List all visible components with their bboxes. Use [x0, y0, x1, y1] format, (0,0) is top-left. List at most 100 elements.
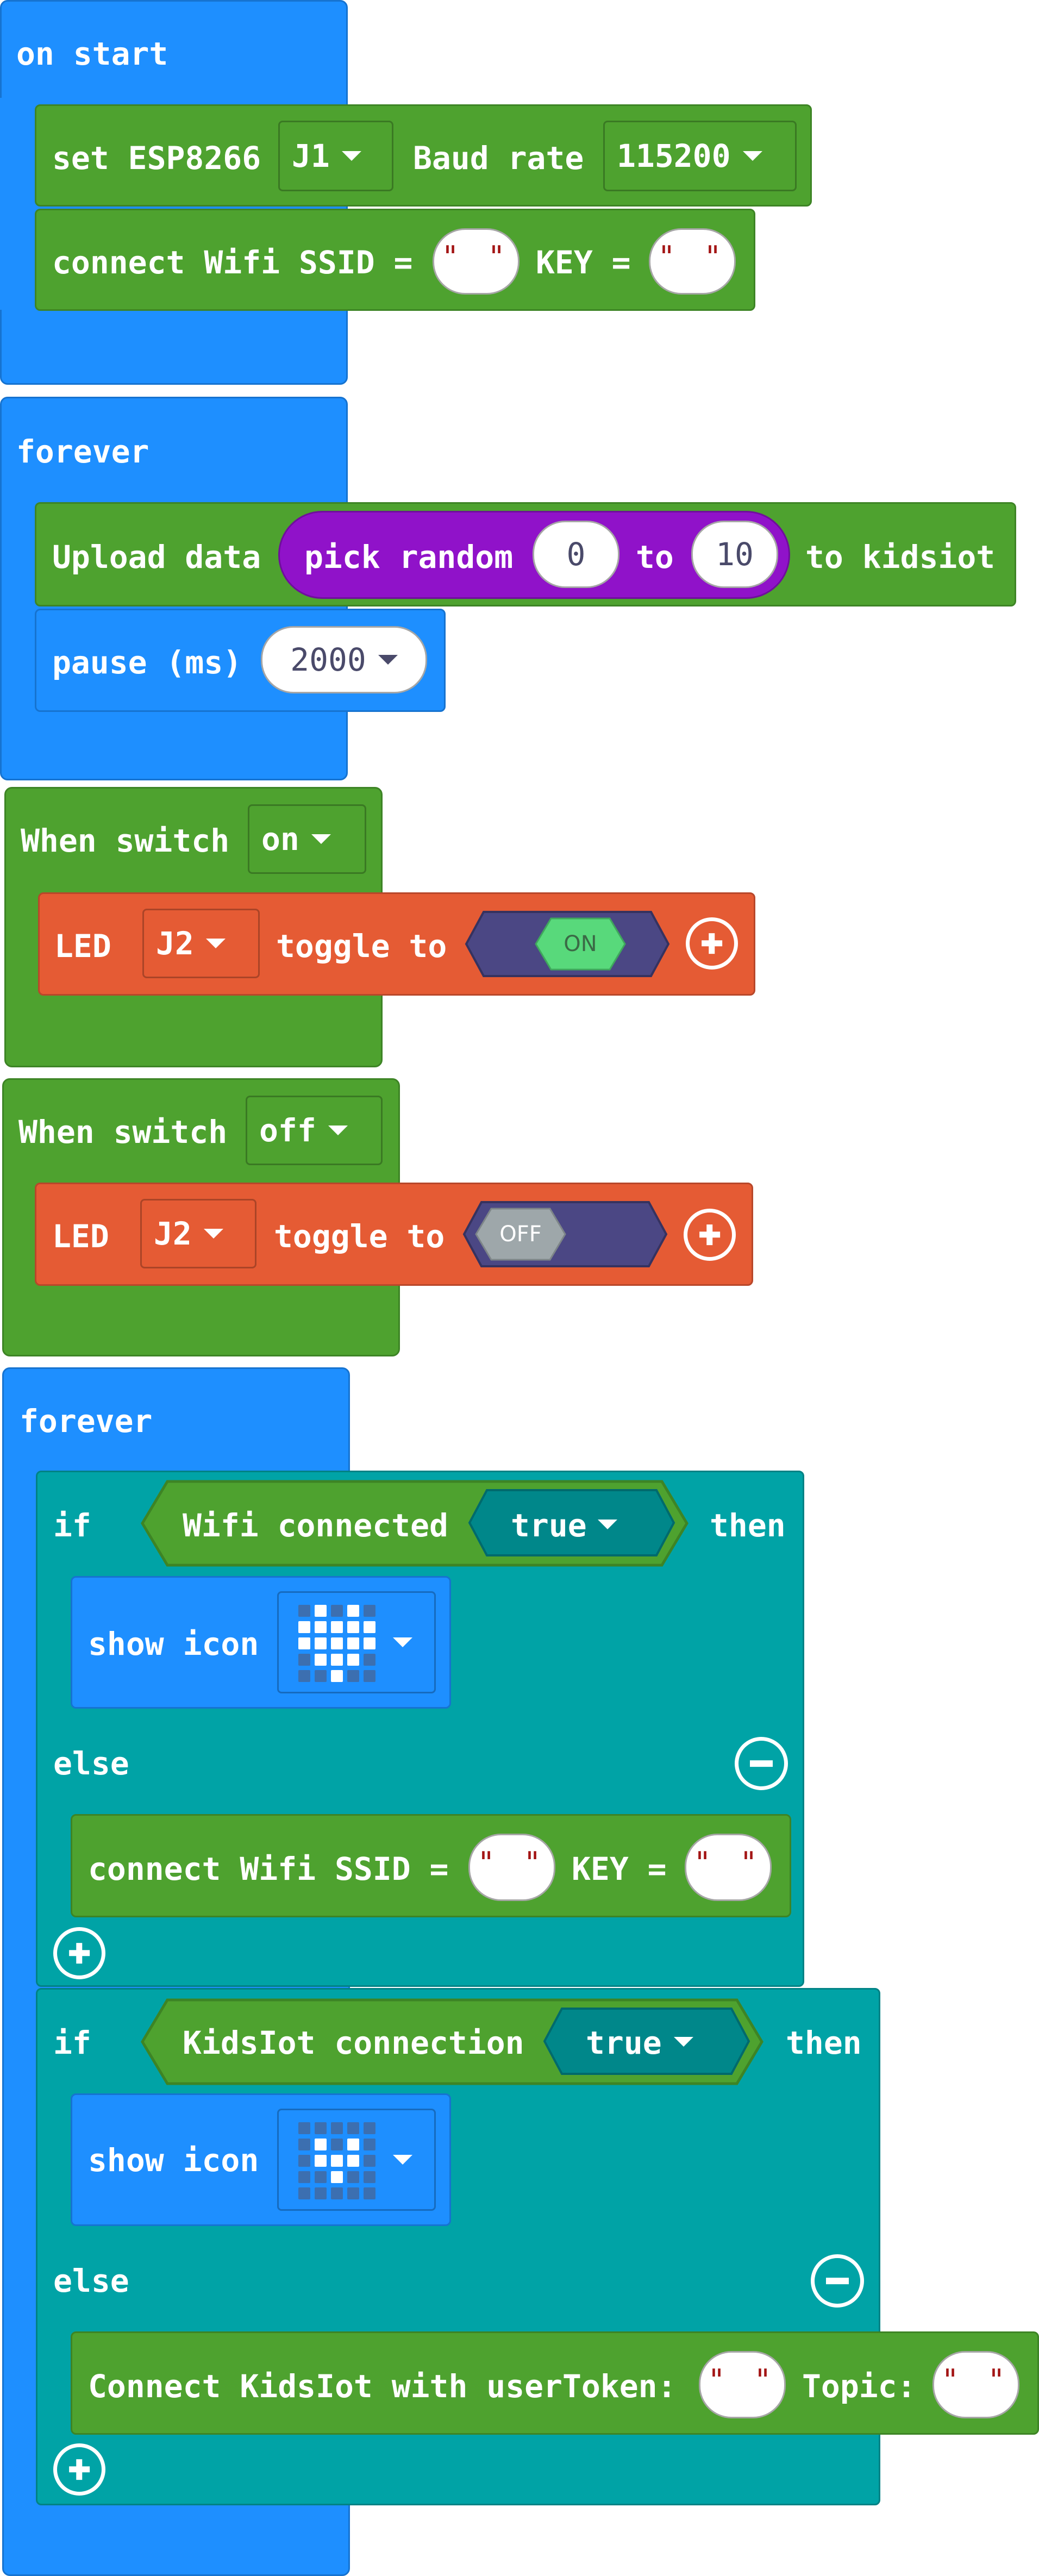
toggle-on-switch[interactable]: ON	[464, 910, 671, 978]
connect-kidsiot-block[interactable]	[71, 2331, 1039, 2435]
connect-wifi-block-2[interactable]	[71, 1814, 791, 1917]
on-start-label: on start	[16, 35, 168, 72]
led-pixel	[347, 2171, 359, 2183]
chevron-down-icon	[393, 1637, 412, 1647]
led-pixel	[315, 1637, 327, 1649]
led-pin-value: J2	[156, 925, 194, 962]
icon-dropdown[interactable]	[277, 1591, 436, 1693]
random-from-input[interactable]: 0	[533, 521, 619, 588]
led-pixel	[364, 2171, 375, 2183]
pause-value: 2000	[290, 641, 366, 678]
baud-label: Baud rate	[413, 140, 584, 177]
wifi-bool-dropdown[interactable]	[467, 1488, 676, 1558]
add-else-if-icon[interactable]	[53, 1927, 105, 1979]
led-pixel	[298, 2155, 310, 2167]
led-pixel	[331, 1621, 343, 1633]
led-pixel	[364, 1621, 375, 1633]
led-pin-dropdown[interactable]: J2	[140, 1199, 256, 1268]
add-else-if-icon[interactable]	[53, 2443, 105, 2496]
port-dropdown[interactable]: J1	[278, 121, 393, 191]
toggle-label: toggle to	[274, 1218, 445, 1255]
ssid-input[interactable]: " "	[468, 1834, 555, 1901]
add-icon[interactable]	[684, 1209, 736, 1261]
set-esp-label: set ESP8266	[52, 140, 261, 177]
on-start-c-body	[0, 98, 35, 310]
switch-state-value: on	[261, 821, 299, 858]
led-pixel	[315, 1621, 327, 1633]
led-pixel	[315, 2155, 327, 2167]
led-pixel	[364, 1654, 375, 1666]
chevron-down-icon	[674, 2037, 693, 2047]
add-icon[interactable]	[686, 917, 738, 970]
then-label: then	[786, 2024, 862, 2061]
kidsiot-bool-value: true	[586, 2024, 662, 2061]
led-label: LED	[54, 928, 111, 965]
random-to-input[interactable]: 10	[691, 521, 778, 588]
wifi-bool-value: true	[511, 1507, 587, 1544]
led-pin-dropdown[interactable]: J2	[142, 909, 260, 978]
led-pixel	[298, 2187, 310, 2199]
wifi-connected-label: Wifi connected	[183, 1507, 448, 1544]
ssid-value: " "	[477, 1845, 547, 1880]
else-label: else	[53, 1745, 129, 1782]
led-pixel	[298, 1605, 310, 1617]
topic-input[interactable]: " "	[932, 2351, 1019, 2418]
led-pixel	[331, 2122, 343, 2134]
led-pixel	[331, 1605, 343, 1617]
ssid-input[interactable]: " "	[433, 228, 520, 295]
connect-wifi-label: connect Wifi SSID =	[52, 244, 413, 281]
ssid-value: " "	[441, 239, 511, 274]
key-input[interactable]: " "	[685, 1834, 772, 1901]
chevron-down-icon	[205, 939, 226, 948]
if2-inner-slot	[37, 2092, 71, 2224]
led-pixel	[347, 2187, 359, 2199]
led-pixel	[298, 1654, 310, 1666]
chevron-down-icon	[203, 1229, 223, 1239]
led-pixel	[298, 1637, 310, 1649]
led-pixel	[364, 2187, 375, 2199]
if-label: if	[53, 2024, 91, 2061]
remove-else-icon[interactable]	[735, 1737, 788, 1790]
led-pixel	[298, 2139, 310, 2150]
random-to-label: to	[636, 539, 674, 576]
led-pixel	[315, 1654, 327, 1666]
led-pixel	[347, 2122, 359, 2134]
remove-else-icon[interactable]	[811, 2254, 864, 2308]
chevron-down-icon	[378, 655, 398, 665]
led-pixel	[315, 2122, 327, 2134]
led-pixel	[298, 2171, 310, 2183]
when-switch-on-label: When switch	[21, 822, 230, 859]
connect-wifi-block[interactable]	[35, 209, 755, 311]
then-label: then	[710, 1507, 786, 1544]
switch-state-dropdown[interactable]: on	[248, 804, 366, 874]
led-pixel	[364, 1605, 375, 1617]
small-heart-icon	[296, 2120, 378, 2202]
random-to-value: 10	[716, 536, 754, 573]
chevron-down-icon	[328, 1126, 348, 1135]
switch-state-value: off	[259, 1112, 316, 1149]
key-input[interactable]: " "	[649, 228, 736, 295]
led-pixel	[347, 1654, 359, 1666]
led-pixel	[331, 2155, 343, 2167]
pause-dropdown[interactable]: 2000	[261, 626, 427, 693]
forever-label: forever	[16, 433, 149, 470]
if-label: if	[53, 1507, 91, 1544]
key-label: KEY =	[572, 1850, 667, 1887]
led-pixel	[364, 1670, 375, 1682]
chevron-down-icon	[393, 2155, 412, 2165]
port-value: J1	[292, 137, 330, 174]
show-icon-label: show icon	[88, 2142, 259, 2179]
icon-dropdown[interactable]	[277, 2109, 436, 2211]
chevron-down-icon	[341, 151, 361, 161]
baud-value: 115200	[617, 137, 731, 174]
user-token-input[interactable]: " "	[699, 2351, 786, 2418]
led-pixel	[298, 2122, 310, 2134]
kidsiot-bool-dropdown[interactable]	[542, 2006, 751, 2076]
led-pixel	[347, 1670, 359, 1682]
forever-label-2: forever	[20, 1403, 153, 1440]
switch-state-dropdown[interactable]: off	[246, 1096, 383, 1165]
led-pin-value: J2	[154, 1215, 192, 1252]
toggle-off-switch[interactable]: OFF	[462, 1200, 668, 1268]
kidsiot-connection-label: KidsIot connection	[183, 2024, 524, 2061]
baud-dropdown[interactable]: 115200	[603, 121, 797, 191]
